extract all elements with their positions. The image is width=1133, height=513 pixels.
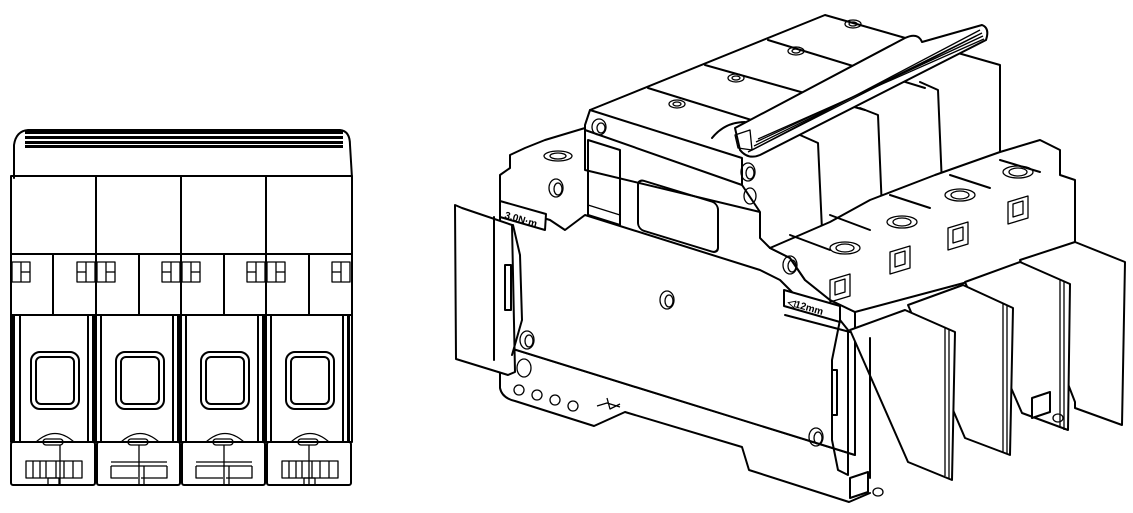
- strip-length-label: ◁12mm: [783, 289, 851, 333]
- indicator-windows: [30, 351, 335, 410]
- bottom-terminals: [10, 441, 352, 486]
- phase-barriers: [831, 241, 1126, 499]
- terminal-row: [11, 253, 351, 316]
- side-screws: [513, 118, 824, 447]
- front-view: [10, 129, 353, 486]
- toggle-handle: [13, 129, 353, 179]
- toggle-handle-iso: [711, 24, 989, 158]
- side-shield-left: [454, 204, 523, 376]
- lower-body: [10, 314, 353, 446]
- isometric-view: 3.0N·m ◁12mm: [454, 14, 1126, 503]
